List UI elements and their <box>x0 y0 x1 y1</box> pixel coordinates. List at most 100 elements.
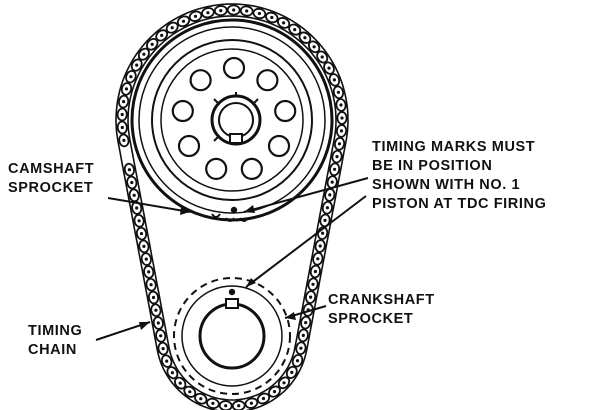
chain-pin <box>135 63 139 67</box>
chain-pin <box>282 381 286 385</box>
chain-pin <box>320 55 324 59</box>
chain-pin <box>137 219 141 223</box>
crankshaft-sprocket <box>173 277 291 395</box>
chain-pin <box>170 26 174 30</box>
chain-pin <box>156 321 160 325</box>
chain-pin <box>219 9 223 13</box>
chain-pin <box>339 129 344 133</box>
chain-pin <box>309 295 313 299</box>
chain-pin <box>340 116 344 120</box>
chain-pin <box>303 36 307 40</box>
chain-pin <box>144 257 148 261</box>
timing-marks-note: TIMING MARKS MUST BE IN POSITION SHOWN W… <box>372 138 546 214</box>
chain-pin <box>139 232 144 236</box>
timing-marks-line-2: BE IN POSITION <box>372 158 493 174</box>
chain-pin <box>199 397 203 401</box>
camshaft-label-line-1: CAMSHAFT <box>8 161 95 177</box>
chain-pin <box>151 295 156 300</box>
chain-pin <box>336 90 340 94</box>
chain-pin <box>120 112 124 117</box>
crankshaft-label-line-1: CRANKSHAFT <box>328 292 435 308</box>
timing-mark-leader-crank <box>245 195 367 288</box>
chain-pin <box>132 193 136 197</box>
chain-pin <box>193 14 198 18</box>
chain-pin <box>293 28 297 32</box>
timing-marks-line-4: PISTON AT TDC FIRING <box>372 196 547 212</box>
lightening-hole <box>189 69 212 92</box>
crankshaft-label-line-2: SPROCKET <box>328 311 414 327</box>
chain-pin <box>122 100 126 104</box>
chain-pin <box>211 401 215 405</box>
chain-pin <box>170 371 174 375</box>
chain-pin <box>272 390 277 394</box>
chain-pin <box>311 282 315 286</box>
chain-pin <box>245 9 249 13</box>
lightening-hole <box>256 69 279 92</box>
chain-pin <box>299 346 303 350</box>
chain-pin <box>142 244 146 248</box>
chain-pin <box>147 270 151 274</box>
chain-pin <box>261 396 266 401</box>
timing-chain-label: TIMING CHAIN <box>28 322 82 360</box>
timing-marks-line-3: SHOWN WITH NO. 1 <box>372 177 521 193</box>
chain-pin <box>135 206 139 210</box>
chain-pin <box>224 404 228 408</box>
chain-pin <box>304 321 308 325</box>
chain-pin <box>295 359 300 363</box>
chain-pin <box>124 87 129 91</box>
chain-pin <box>330 180 334 184</box>
chain-pin <box>120 125 124 130</box>
lightening-hole <box>171 99 194 123</box>
chain-edge <box>115 3 349 410</box>
chain-pin <box>323 218 327 222</box>
chain-pin <box>333 167 337 171</box>
chain-pin <box>122 138 126 142</box>
chain-pin <box>165 359 169 363</box>
camshaft-lightening-holes <box>171 56 297 180</box>
chain-pin <box>129 75 133 79</box>
lightening-hole <box>222 56 246 80</box>
chain-pin <box>318 244 322 248</box>
crankshaft-timing-mark <box>228 288 236 296</box>
chain-pin <box>313 269 317 274</box>
crankshaft-sprocket-label: CRANKSHAFT SPROCKET <box>328 291 435 329</box>
chain-pin <box>232 8 236 12</box>
camshaft-timing-mark <box>230 206 238 214</box>
chain-pin <box>160 33 164 38</box>
chain-pin <box>327 66 331 70</box>
chain-pin <box>332 78 336 82</box>
chain-pin <box>249 401 253 405</box>
chain-pin <box>142 52 146 56</box>
chain-pin <box>325 206 329 210</box>
chain-pin <box>337 142 342 146</box>
timing-chain-label-line-2: CHAIN <box>28 342 77 358</box>
lightening-hole <box>205 157 228 180</box>
chain-pin <box>206 11 210 15</box>
chain-pin <box>312 45 316 49</box>
chain-pin <box>316 257 320 261</box>
timing-marks-line-1: TIMING MARKS MUST <box>372 139 536 155</box>
camshaft-label-line-2: SPROCKET <box>8 180 94 196</box>
camshaft-sprocket <box>130 18 334 222</box>
chain-pin <box>130 180 134 185</box>
lightening-hole <box>177 134 201 158</box>
chain-pin <box>237 404 241 408</box>
chain-pin <box>188 390 192 394</box>
chain-pin <box>159 334 163 338</box>
chain-pin <box>339 103 343 107</box>
lightening-hole <box>267 134 291 158</box>
camshaft-leader <box>107 197 191 213</box>
timing-mark-leader-cam <box>243 177 369 213</box>
chain-pin <box>150 42 154 46</box>
chain-pin <box>154 308 158 312</box>
chain-pin <box>270 15 274 20</box>
chain-pin <box>127 168 131 172</box>
timing-chain <box>115 3 349 410</box>
timing-chain-label-line-1: TIMING <box>28 323 83 339</box>
chain-pin <box>181 19 186 23</box>
chain-pin <box>149 283 153 287</box>
chain-pin <box>321 231 325 235</box>
lightening-hole <box>274 99 297 123</box>
lightening-hole <box>240 157 263 180</box>
